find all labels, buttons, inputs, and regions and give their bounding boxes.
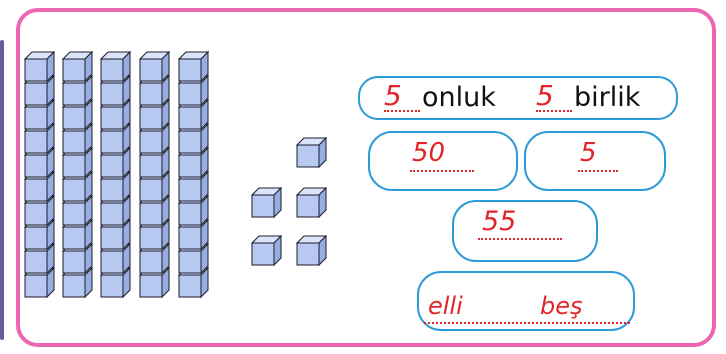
ones-cube xyxy=(297,138,326,167)
ones-cubes xyxy=(252,138,326,265)
words-answer-1: elli xyxy=(428,294,463,318)
rod-cube xyxy=(101,52,130,81)
tens-answer: 5 xyxy=(384,82,402,110)
tens-rod xyxy=(101,52,130,297)
rod-cube xyxy=(63,52,92,81)
words-line xyxy=(424,322,630,324)
tens-rod xyxy=(179,52,208,297)
ones-value-line xyxy=(578,170,618,172)
tens-rod xyxy=(63,52,92,297)
tens-value-line xyxy=(410,170,474,172)
tens-rod xyxy=(140,52,169,297)
number-box xyxy=(452,200,598,262)
number-answer: 55 xyxy=(482,208,516,235)
tens-value-answer: 50 xyxy=(412,140,445,166)
rod-cube xyxy=(179,52,208,81)
ones-value-answer: 5 xyxy=(580,140,597,166)
ones-answer: 5 xyxy=(536,82,554,110)
number-line xyxy=(478,238,562,240)
ones-word: birlik xyxy=(574,84,640,111)
words-answer-2: beş xyxy=(540,294,583,318)
ones-cube xyxy=(297,188,326,217)
rod-cube xyxy=(140,52,169,81)
tens-word: onluk xyxy=(422,84,496,111)
rod-cube xyxy=(25,52,54,81)
tens-rods xyxy=(25,52,208,297)
ones-cube xyxy=(252,236,281,265)
tens-rod xyxy=(25,52,54,297)
ones-cube xyxy=(252,188,281,217)
ones-cube xyxy=(297,236,326,265)
